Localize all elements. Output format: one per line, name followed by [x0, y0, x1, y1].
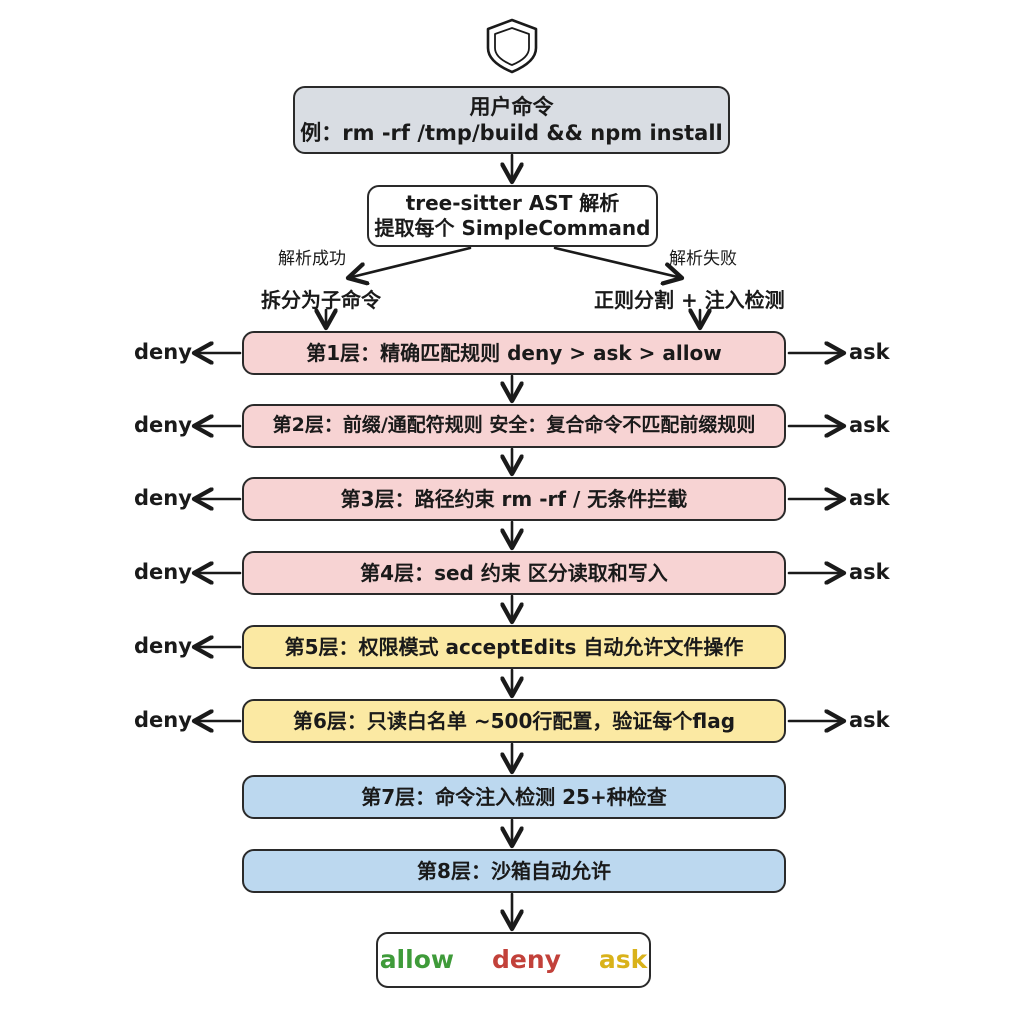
parse-success-label: 解析成功	[278, 249, 346, 269]
parser-box: tree-sitter AST 解析 提取每个 SimpleCommand	[367, 185, 658, 247]
result-box: allow deny ask	[376, 932, 651, 988]
user-command-title: 用户命令	[469, 94, 554, 119]
layer-6-ask-label: ask	[849, 708, 890, 732]
layer-5-text: 第5层：权限模式 acceptEdits 自动允许文件操作	[284, 634, 744, 659]
layer-2-ask-label: ask	[849, 413, 890, 437]
parser-line-2: 提取每个 SimpleCommand	[374, 216, 651, 240]
layer-5-deny-label: deny	[134, 634, 192, 658]
layer-6-deny-label: deny	[134, 708, 192, 732]
layer-4-box: 第4层：sed 约束 区分读取和写入	[242, 551, 786, 595]
layer-8-box: 第8层：沙箱自动允许	[242, 849, 786, 893]
result-deny: deny	[491, 945, 561, 975]
layer-1-ask-label: ask	[849, 340, 890, 364]
layer-7-box: 第7层：命令注入检测 25+种检查	[242, 775, 786, 819]
layer-3-deny-label: deny	[134, 486, 192, 510]
layer-2-box: 第2层：前缀/通配符规则 安全：复合命令不匹配前缀规则	[242, 404, 786, 448]
layer-1-box: 第1层：精确匹配规则 deny > ask > allow	[242, 331, 786, 375]
layer-5-box: 第5层：权限模式 acceptEdits 自动允许文件操作	[242, 625, 786, 669]
layer-4-text: 第4层：sed 约束 区分读取和写入	[360, 560, 668, 585]
layer-3-ask-label: ask	[849, 486, 890, 510]
user-command-box: 用户命令 例：rm -rf /tmp/build && npm install	[293, 86, 730, 154]
layer-4-ask-label: ask	[849, 560, 890, 584]
layer-8-text: 第8层：沙箱自动允许	[417, 858, 611, 883]
split-subcommands-label: 拆分为子命令	[261, 288, 381, 312]
arrow-parser-to-fail	[553, 246, 682, 278]
shield-icon	[486, 18, 538, 74]
layer-2-text: 第2层：前缀/通配符规则 安全：复合命令不匹配前缀规则	[272, 414, 756, 437]
layer-3-text: 第3层：路径约束 rm -rf / 无条件拦截	[340, 486, 688, 511]
layer-4-deny-label: deny	[134, 560, 192, 584]
parser-line-1: tree-sitter AST 解析	[405, 191, 620, 215]
regex-split-label: 正则分割 + 注入检测	[594, 288, 785, 312]
result-allow: allow	[379, 945, 454, 975]
layer-1-text: 第1层：精确匹配规则 deny > ask > allow	[306, 340, 722, 365]
layer-3-box: 第3层：路径约束 rm -rf / 无条件拦截	[242, 477, 786, 521]
parse-fail-label: 解析失败	[669, 249, 737, 269]
arrow-parser-to-success	[348, 246, 472, 278]
layer-6-text: 第6层：只读白名单 ~500行配置，验证每个flag	[292, 708, 736, 733]
layer-2-deny-label: deny	[134, 413, 192, 437]
layer-1-deny-label: deny	[134, 340, 192, 364]
layer-6-box: 第6层：只读白名单 ~500行配置，验证每个flag	[242, 699, 786, 743]
user-command-example: 例：rm -rf /tmp/build && npm install	[300, 121, 723, 145]
layer-7-text: 第7层：命令注入检测 25+种检查	[361, 784, 667, 809]
result-ask: ask	[598, 945, 648, 975]
